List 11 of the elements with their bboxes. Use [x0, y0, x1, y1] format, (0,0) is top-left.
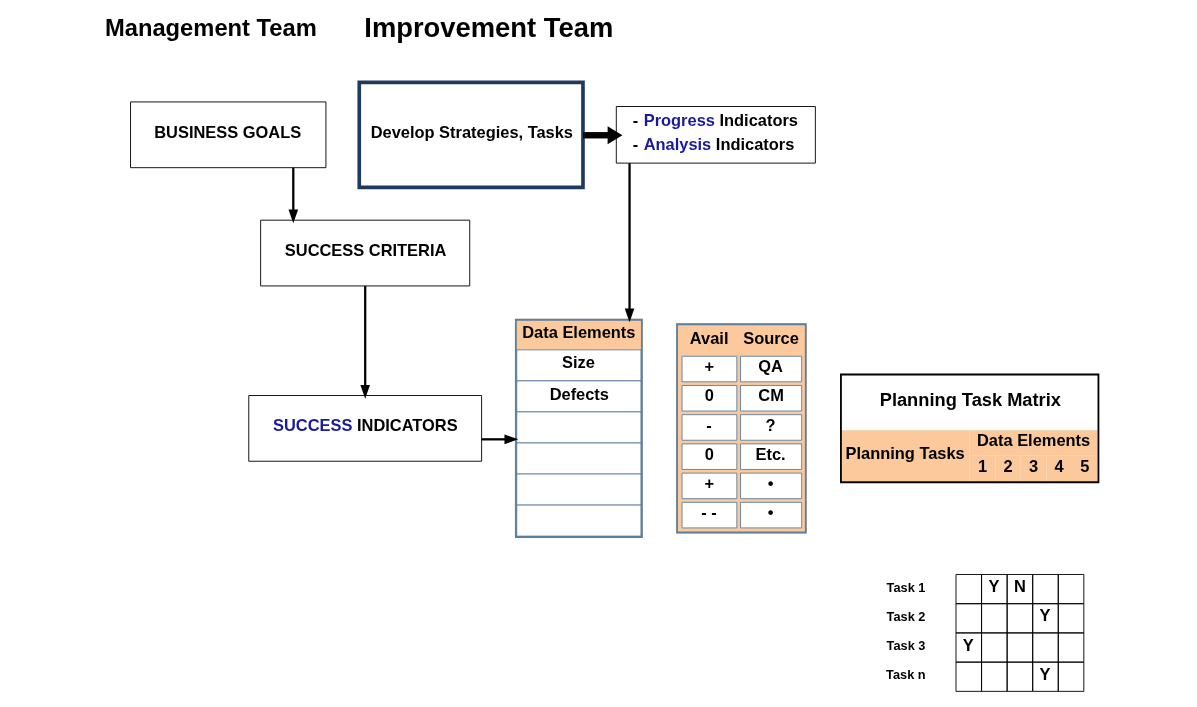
label: Improvement Team: [364, 11, 614, 43]
label: Y: [1039, 664, 1051, 683]
label: Y: [988, 577, 1000, 596]
label: Management Team: [104, 14, 317, 41]
label: Y: [1039, 606, 1051, 625]
label: Task 3: [886, 637, 926, 653]
label: N: [1013, 577, 1026, 596]
label: Task 1: [886, 579, 926, 595]
label: Task n: [886, 667, 926, 683]
label: Y: [962, 635, 974, 654]
label: Task 2: [886, 608, 926, 624]
